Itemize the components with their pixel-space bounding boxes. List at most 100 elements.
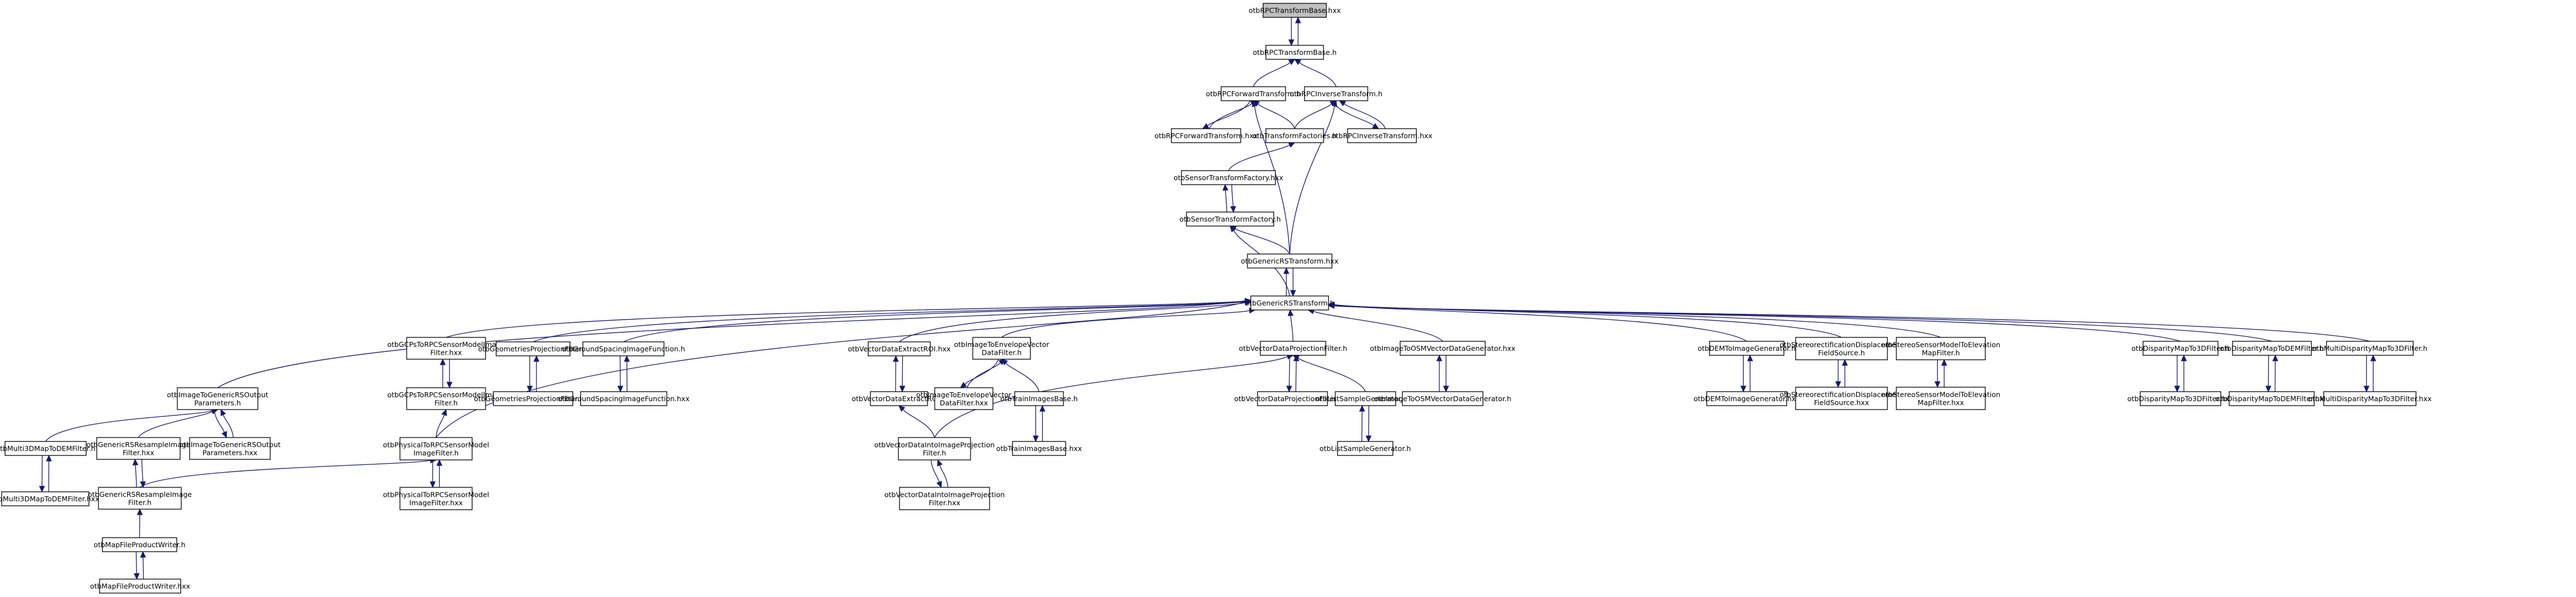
graph-node-grst-h[interactable]: otbGenericRSTransform.h (1245, 295, 1335, 311)
graph-node-tfactories-h[interactable]: otbTransformFactories.h (1252, 128, 1337, 143)
node-box (1402, 391, 1484, 406)
graph-node-rpcinv-hxx[interactable]: otbRPCInverseTransform.hxx (1331, 128, 1433, 143)
graph-node-ssm-h[interactable]: otbStereoSensorModelToElevationMapFilter… (1881, 337, 2000, 360)
dependency-edge (1228, 142, 1296, 171)
graph-node-ssm-hxx[interactable]: otbStereoSensorModelToElevationMapFilter… (1881, 387, 2000, 410)
node-box (1337, 441, 1393, 456)
graph-node-vdpf-h[interactable]: otbVectorDataProjectionFilter.h (1239, 341, 1348, 356)
arrowhead-icon (1290, 290, 1296, 297)
node-box (972, 337, 1031, 360)
dependency-edge (435, 299, 1252, 438)
arrowhead-icon (624, 355, 630, 362)
nodes-layer: otbRPCTransformBase.hxxotbRPCTransformBa… (0, 3, 2432, 594)
edge-line (435, 301, 1246, 438)
node-label: otbImageToOSMVectorDataGenerator.hxx (1370, 344, 1515, 352)
node-box (868, 341, 931, 356)
graph-node-tib-h[interactable]: otbTrainImagesBase.h (1000, 391, 1078, 406)
graph-node-vdiip-hxx[interactable]: otbVectorDataIntoImageProjectionFilter.h… (884, 487, 1005, 510)
graph-node-dem-hxx[interactable]: otbDEMToImageGenerator.hxx (1693, 391, 1800, 406)
node-box (1221, 86, 1286, 101)
graph-node-rpcfwd-hxx[interactable]: otbRPCForwardTransform.hxx (1155, 128, 1258, 143)
arrowhead-icon (2272, 354, 2278, 361)
graph-node-itosm-h[interactable]: otbImageToOSMVectorDataGenerator.h (1374, 391, 1511, 406)
arrowhead-icon (1359, 405, 1365, 412)
edge-line (1235, 228, 1291, 255)
arrowhead-icon (1286, 386, 1292, 393)
node-label: ImageFilter.h (413, 449, 459, 457)
graph-node-m3d-h[interactable]: otbMulti3DMapToDEMFilter.h (0, 441, 96, 456)
graph-node-dm3d-hxx[interactable]: otbDisparityMapTo3DFilter.hxx (2127, 391, 2234, 406)
node-box (2229, 391, 2315, 406)
graph-node-m3d-hxx[interactable]: otbMulti3DMapToDEMFilter.hxx (0, 491, 99, 506)
arrowhead-icon (39, 486, 45, 493)
edge-line (930, 459, 940, 482)
dependency-edge (446, 359, 453, 389)
arrowhead-icon (1295, 16, 1301, 23)
graph-node-mdm3d-hxx[interactable]: otbMultiDisparityMapTo3DFilter.hxx (2308, 391, 2432, 406)
edge-line (1334, 304, 1747, 342)
arrowhead-icon (1288, 39, 1294, 46)
node-label: otbGeometriesProjectionFilter.hxx (474, 394, 592, 403)
dependency-edge (1327, 302, 1842, 338)
graph-node-tib-hxx[interactable]: otbTrainImagesBase.hxx (996, 441, 1082, 456)
graph-node-lsg-h[interactable]: otbListSampleGenerator.h (1320, 441, 1411, 456)
dependency-edge (1339, 100, 1386, 129)
graph-node-srdf-hxx[interactable]: otbStereorectificationDisplacementFieldS… (1779, 387, 1904, 410)
graph-node-vderoi-hxx[interactable]: otbVectorDataExtractROI.hxx (848, 341, 951, 356)
edge-line (1231, 184, 1234, 207)
graph-node-rpcinv-h[interactable]: otbRPCInverseTransform.h (1290, 86, 1383, 101)
dependency-edge (1307, 308, 1443, 342)
graph-node-lsg-hxx[interactable]: otbListSampleGenerator.hxx (1316, 391, 1415, 406)
graph-node-srdf-h[interactable]: otbStereorectificationDisplacementFieldS… (1779, 337, 1904, 360)
graph-node-dem-h[interactable]: otbDEMToImageGenerator.h (1698, 341, 1796, 356)
graph-node-phys-hxx[interactable]: otbPhysicalToRPCSensorModelImageFilter.h… (383, 487, 489, 510)
graph-node-gsif-h[interactable]: otbGroundSpacingImageFunction.h (562, 341, 685, 356)
edge-line (939, 465, 949, 488)
dependency-edge (2181, 354, 2187, 392)
edge-line (964, 359, 999, 385)
arrowhead-icon (1222, 184, 1228, 191)
node-label: otbDisparityMapToDEMFilter.hxx (2216, 394, 2328, 403)
edge-line (1225, 190, 1227, 213)
dependency-edge (533, 298, 1252, 342)
graph-node-geomproj-hxx[interactable]: otbGeometriesProjectionFilter.hxx (474, 391, 592, 406)
graph-node-dmdem-h[interactable]: otbDisparityMapToDEMFilter.h (2220, 341, 2324, 356)
graph-node-mfpw-hxx[interactable]: otbMapFileProductWriter.hxx (90, 579, 190, 594)
graph-node-mfpw-h[interactable]: otbMapFileProductWriter.h (93, 537, 186, 552)
graph-node-gsif-hxx[interactable]: otbGroundSpacingImageFunction.hxx (558, 391, 690, 406)
graph-node-vderoi-h[interactable]: otbVectorDataExtractROI.h (851, 391, 946, 406)
graph-node-dm3d-h[interactable]: otbDisparityMapTo3DFilter.h (2131, 341, 2230, 356)
arrowhead-icon (1941, 359, 1947, 366)
dependency-edge (1941, 359, 1947, 387)
dependency-edge (45, 407, 219, 442)
arrowhead-icon (617, 386, 624, 393)
graph-node-stf-hxx[interactable]: otbSensorTransformFactory.hxx (1174, 170, 1283, 185)
node-box (1335, 391, 1396, 406)
arrowhead-icon (1365, 435, 1372, 443)
graph-node-rpcfwd-h[interactable]: otbRPCForwardTransform.h (1206, 86, 1301, 101)
graph-node-vdpf-hxx[interactable]: otbVectorDataProjectionFilter.hxx (1234, 391, 1351, 406)
graph-node-stf-h[interactable]: otbSensorTransformFactory.h (1179, 211, 1281, 227)
graph-node-geomproj-h[interactable]: otbGeometriesProjectionFilter.h (478, 341, 588, 356)
node-box (399, 487, 473, 510)
arrowhead-icon (1327, 303, 1335, 309)
node-label: otbStereorectificationDisplacement (1779, 340, 1903, 349)
dependency-edge (1290, 268, 1296, 297)
edge-line (1001, 310, 1250, 338)
graph-node-dmdem-hxx[interactable]: otbDisparityMapToDEMFilter.hxx (2216, 391, 2328, 406)
graph-node-itosm-hxx[interactable]: otbImageToOSMVectorDataGenerator.hxx (1370, 341, 1515, 356)
arrowhead-icon (1294, 59, 1302, 65)
graph-node-mdm3d-h[interactable]: otbMultiDisparityMapTo3DFilter.h (2313, 341, 2428, 356)
graph-node-grst-hxx[interactable]: otbGenericRSTransform.hxx (1241, 253, 1339, 269)
graph-node-rpcbase-h[interactable]: otbRPCTransformBase.h (1253, 45, 1337, 60)
